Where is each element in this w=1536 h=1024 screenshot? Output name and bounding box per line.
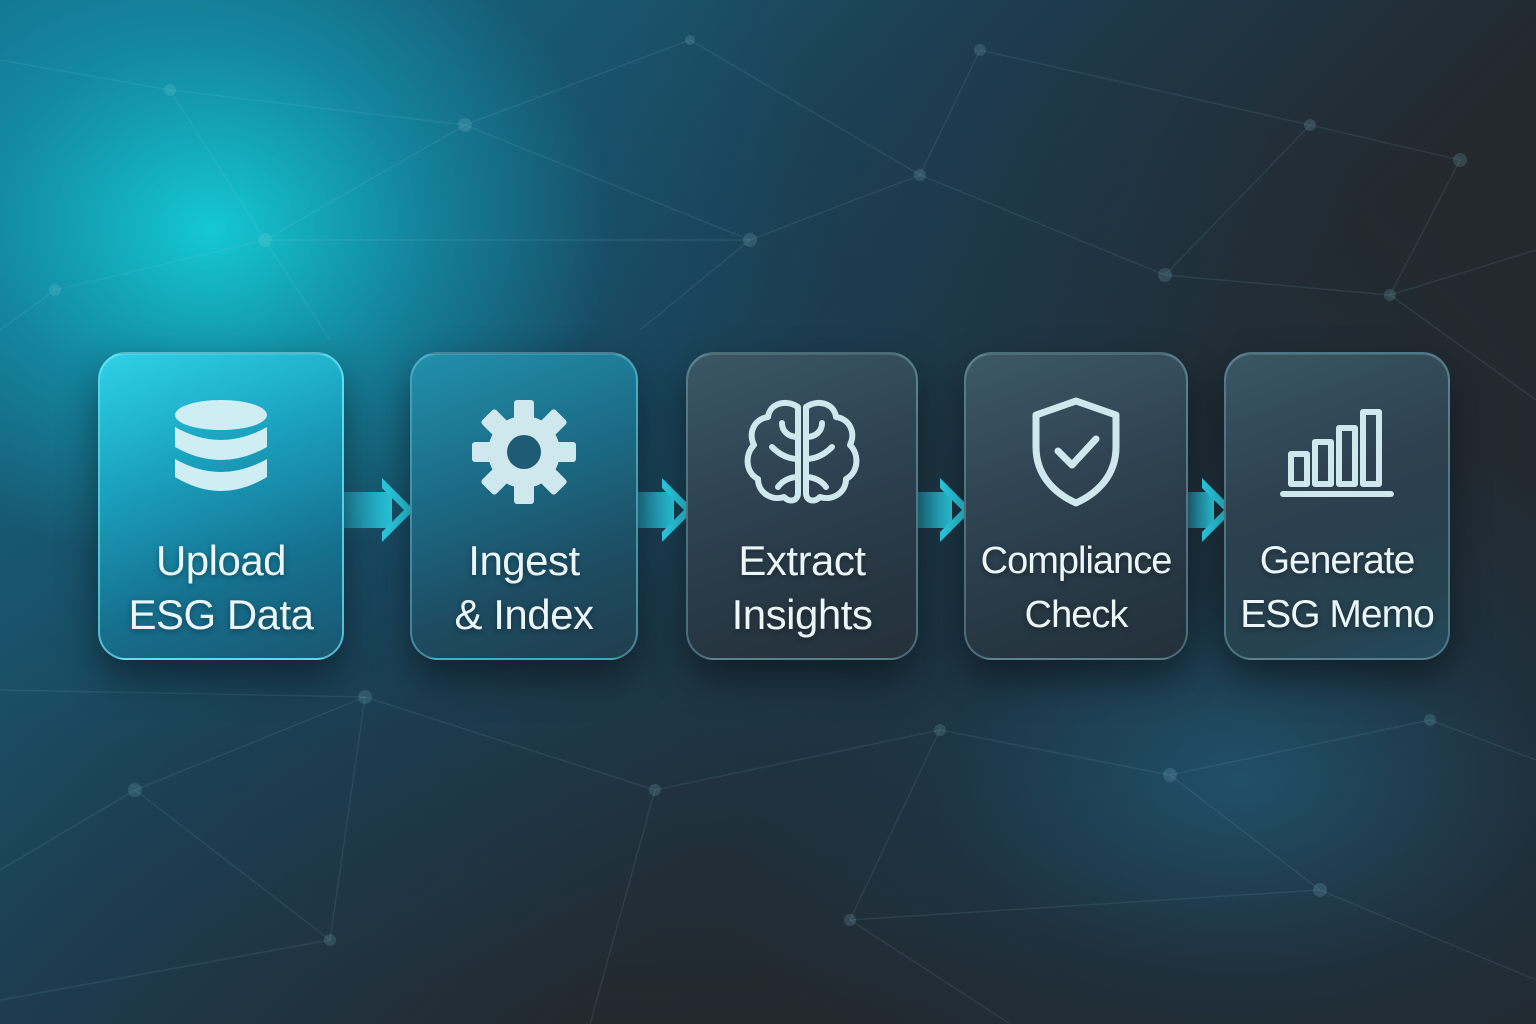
- arrow-right-icon: [344, 478, 416, 542]
- step-ingest-index: Ingest & Index: [410, 352, 638, 660]
- step-label-line1: Generate: [1259, 539, 1416, 582]
- arrow-right-icon: [638, 478, 696, 542]
- gear-icon: [464, 392, 584, 512]
- database-icon: [161, 392, 281, 512]
- arrow-right-icon: [1188, 478, 1236, 542]
- step-extract-insights: Extract Insights: [686, 352, 918, 660]
- step-label-line2: ESG Data: [128, 591, 314, 638]
- step-label: Ingest & Index: [455, 534, 594, 642]
- step-label: Extract Insights: [732, 534, 873, 642]
- step-label-line1: Ingest: [468, 537, 580, 584]
- step-label-line2: ESG Memo: [1240, 593, 1435, 636]
- bar-chart-icon: [1277, 392, 1397, 512]
- step-upload-esg-data: Upload ESG Data: [98, 352, 344, 660]
- step-label-line1: Extract: [738, 537, 866, 584]
- step-label-line1: Upload: [155, 537, 287, 584]
- step-label-line2: Check: [1024, 594, 1129, 636]
- brain-icon: [742, 392, 862, 512]
- step-label: Generate ESG Memo: [1240, 534, 1435, 642]
- step-label: Upload ESG Data: [128, 534, 314, 642]
- step-compliance-check: Compliance Check: [964, 352, 1188, 660]
- shield-check-icon: [1016, 392, 1136, 512]
- arrow-right-icon: [918, 478, 974, 542]
- step-label-line1: Compliance: [980, 540, 1173, 582]
- step-label-line2: Insights: [731, 591, 873, 638]
- step-label: Compliance Check: [980, 534, 1173, 642]
- step-generate-esg-memo: Generate ESG Memo: [1224, 352, 1450, 660]
- step-label-line2: & Index: [454, 591, 594, 638]
